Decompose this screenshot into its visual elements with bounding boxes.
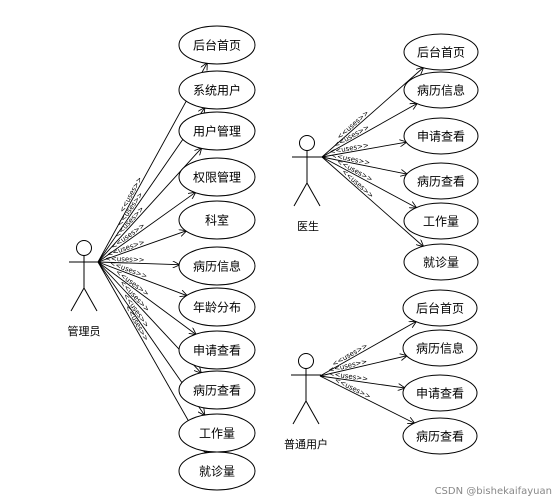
use-case-label: 后台首页 [193, 38, 241, 53]
use-case-label: 申请查看 [416, 387, 464, 401]
actor-head [299, 135, 315, 151]
use-case[interactable]: 就诊量 [403, 243, 479, 281]
actor-leg-right [306, 182, 321, 207]
use-case-ellipse [402, 374, 478, 412]
uses-edge [319, 356, 407, 377]
uses-edge [97, 261, 196, 334]
actor-leg-right [83, 287, 98, 312]
use-case-label: 工作量 [423, 215, 459, 229]
uses-edge [321, 142, 406, 158]
use-case[interactable]: 系统用户 [178, 70, 256, 110]
use-case-label: 病历信息 [417, 83, 465, 98]
use-case-label: 系统用户 [193, 83, 241, 98]
uses-edge [321, 156, 423, 246]
actor-user: 普通用户 [284, 353, 328, 451]
use-case-ellipse [178, 111, 256, 151]
uses-edge [319, 375, 414, 423]
actor-leg-right [305, 400, 320, 425]
uses-edge [321, 156, 416, 208]
use-case-ellipse [403, 202, 479, 240]
use-case-ellipse [178, 200, 256, 240]
actor-leg-left [292, 400, 307, 425]
use-case-ellipse [178, 287, 256, 327]
use-case-ellipse [178, 246, 256, 286]
use-case[interactable]: 权限管理 [178, 157, 256, 197]
actor-label: 管理员 [68, 324, 101, 338]
actor-head [298, 353, 314, 369]
use-case-ellipse [403, 71, 479, 109]
uses-edge [97, 261, 187, 296]
use-case[interactable]: 病历信息 [402, 329, 478, 367]
use-case[interactable]: 科室 [178, 200, 256, 240]
actor-doctor: 医生 [292, 135, 322, 233]
use-case-label: 用户管理 [193, 124, 241, 139]
actor-label: 医生 [297, 219, 319, 233]
use-case-label: 后台首页 [416, 301, 464, 316]
use-case-label: 就诊量 [423, 256, 459, 270]
actor-label: 普通用户 [284, 437, 328, 451]
use-case[interactable]: 病历查看 [403, 162, 479, 200]
uses-edge [97, 231, 186, 263]
use-case[interactable]: 病历信息 [178, 246, 256, 286]
uses-label: <<uses>> [105, 255, 145, 264]
use-case[interactable]: 年龄分布 [178, 287, 256, 327]
use-case-label: 申请查看 [193, 344, 241, 358]
use-case[interactable]: 后台首页 [402, 289, 478, 327]
uses-edge [97, 193, 195, 263]
use-case-label: 后台首页 [417, 45, 465, 60]
use-case-label: 病历查看 [416, 429, 464, 444]
use-case-ellipse [402, 329, 478, 367]
use-case-label: 年龄分布 [193, 301, 241, 315]
uses-edge [321, 156, 407, 174]
use-case[interactable]: 病历查看 [178, 370, 256, 410]
use-case[interactable]: 申请查看 [178, 330, 256, 370]
use-case[interactable]: 申请查看 [403, 117, 479, 155]
watermark: CSDN @bishekaifayuan [434, 486, 552, 497]
use-case-ellipse [403, 33, 479, 71]
use-case-ellipse [178, 330, 256, 370]
use-case[interactable]: 后台首页 [403, 33, 479, 71]
actor-admin: 管理员 [68, 240, 101, 338]
use-case-ellipse [403, 243, 479, 281]
actor-leg-left [70, 287, 85, 312]
use-case-label: 就诊量 [199, 465, 235, 479]
use-case-label: 科室 [205, 213, 229, 228]
use-case-label: 权限管理 [193, 170, 241, 185]
use-case-ellipse [178, 70, 256, 110]
use-case-label: 申请查看 [417, 130, 465, 144]
use-case[interactable]: 工作量 [403, 202, 479, 240]
use-case-ellipse [178, 370, 256, 410]
use-case[interactable]: 后台首页 [178, 25, 256, 65]
uses-edge [321, 104, 417, 158]
uses-edge [321, 68, 423, 158]
actor-head [76, 240, 92, 256]
use-case[interactable]: 就诊量 [178, 451, 256, 491]
uses-edge [97, 262, 179, 265]
use-case-ellipse [178, 25, 256, 65]
use-case-label: 病历信息 [193, 259, 241, 274]
use-case[interactable]: 用户管理 [178, 111, 256, 151]
use-case[interactable]: 工作量 [178, 413, 256, 453]
use-case-ellipse [178, 451, 256, 491]
use-case[interactable]: 病历信息 [403, 71, 479, 109]
actor-leg-left [293, 182, 308, 207]
uses-edge [319, 375, 404, 388]
use-case-ellipse [402, 289, 478, 327]
use-case-label: 病历查看 [193, 383, 241, 398]
use-case[interactable]: 申请查看 [402, 374, 478, 412]
use-case-label: 病历信息 [416, 341, 464, 356]
uses-edge [319, 322, 416, 377]
use-case-ellipse [402, 417, 478, 455]
use-case-ellipse [178, 157, 256, 197]
use-case-ellipse [403, 162, 479, 200]
use-case-ellipse [403, 117, 479, 155]
use-case[interactable]: 病历查看 [402, 417, 478, 455]
use-case-label: 工作量 [199, 427, 235, 441]
use-case-label: 病历查看 [417, 174, 465, 189]
